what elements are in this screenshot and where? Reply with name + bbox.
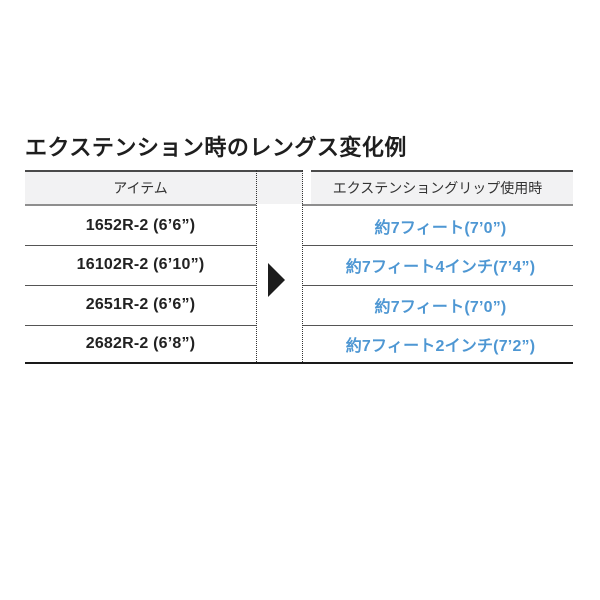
row-divider — [25, 285, 256, 286]
table-row-item: 16102R-2 (6’10”) — [76, 256, 205, 273]
row-divider — [25, 245, 256, 246]
arrow-column-gap — [303, 170, 311, 206]
table-row-extended-length: 約7フィート4インチ(7’4”) — [345, 259, 536, 276]
table-header-background — [25, 170, 573, 204]
page-title: エクステンション時のレングス変化例 — [25, 135, 407, 160]
transform-arrow-icon — [268, 263, 285, 297]
table-top-border — [25, 170, 573, 172]
length-change-table: アイテム エクステンショングリップ使用時 1652R-2 (6’6”) 約7フィ… — [25, 170, 573, 364]
column-header-item: アイテム — [113, 180, 168, 196]
dotted-divider-right — [302, 170, 303, 364]
row-divider — [302, 325, 573, 326]
header-bottom-border-left — [25, 204, 256, 206]
row-divider — [302, 285, 573, 286]
table-bottom-border — [25, 362, 573, 364]
table-row-extended-length: 約7フィート(7’0”) — [374, 219, 507, 237]
table-row-item: 1652R-2 (6’6”) — [85, 216, 196, 234]
row-divider — [25, 325, 256, 326]
dotted-divider-left — [256, 170, 257, 364]
table-row-extended-length: 約7フィート2インチ(7’2”) — [345, 337, 536, 355]
table-row-extended-length: 約7フィート(7’0”) — [374, 299, 507, 316]
table-row-item: 2651R-2 (6’6”) — [85, 296, 196, 313]
table-row-item: 2682R-2 (6’8”) — [85, 334, 196, 352]
row-divider — [302, 245, 573, 246]
column-header-extension-grip: エクステンショングリップ使用時 — [332, 180, 543, 196]
header-bottom-border-right — [302, 204, 573, 206]
